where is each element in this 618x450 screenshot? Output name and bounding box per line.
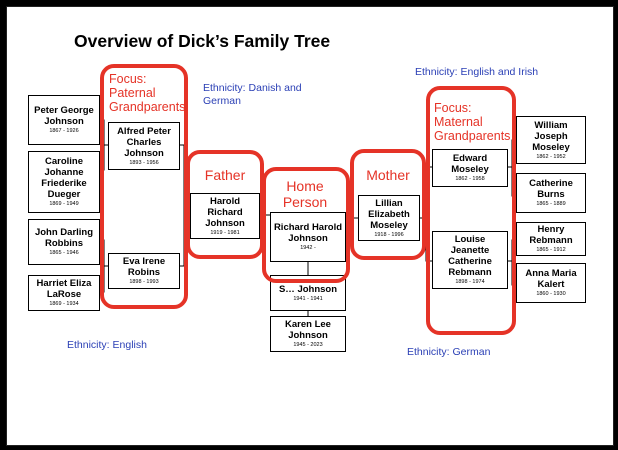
person-box-henry[interactable]: Henry Rebmann 1865 - 1912 [516,222,586,256]
person-name: Eva Irene Robins [122,256,166,278]
person-box-lillian[interactable]: Lillian Elizabeth Moseley 1918 - 1996 [358,195,420,241]
person-box-harriet[interactable]: Harriet Eliza LaRose 1869 - 1934 [28,275,100,311]
ethnicity-maternal-label: Ethnicity: English and Irish [415,66,539,78]
focus-home-label: Home Person [282,178,328,210]
focus-mother-outline [350,149,426,260]
person-dates: 1945 - 2023 [293,342,323,348]
person-box-william[interactable]: William Joseph Moseley 1862 - 1952 [516,116,586,164]
person-dates: 1941 - 1941 [293,295,323,302]
person-dates: 1862 - 1952 [536,153,566,160]
person-dates: 1865 - 1946 [49,250,79,256]
focus-maternal-label: Focus: Maternal Grandparents [434,101,511,143]
person-name: S… Johnson [278,283,338,295]
person-dates: 1865 - 1889 [536,201,566,207]
person-dates: 1918 - 1996 [374,231,404,238]
person-name: Harriet Eliza LaRose [36,278,92,300]
person-name: William Joseph Moseley [532,119,570,153]
person-box-edward[interactable]: Edward Moseley 1862 - 1958 [432,149,508,187]
person-dates: 1862 - 1958 [455,176,485,182]
person-name: Caroline Johanne Friederike Dueger [41,156,87,200]
person-name: Alfred Peter Charles Johnson [117,125,171,159]
page-title: Overview of Dick’s Family Tree [74,31,331,51]
person-name: John Darling Robbins [34,227,94,249]
person-dates: 1860 - 1930 [536,291,566,297]
person-box-richard[interactable]: Richard Harold Johnson 1942 - [270,212,346,262]
ethnicity-paternal-label: Ethnicity: Danish and German [203,82,302,107]
person-dates: 1869 - 1949 [49,201,79,207]
person-name: Harold Richard Johnson [205,195,245,229]
person-name: Karen Lee Johnson [285,319,331,341]
person-dates: 1898 - 1993 [129,279,159,285]
person-box-alfred[interactable]: Alfred Peter Charles Johnson 1893 - 1956 [108,122,180,170]
ethnicity-english-label: Ethnicity: English [67,339,147,351]
person-dates: 1942 - [300,245,316,251]
person-box-louise[interactable]: Louise Jeanette Catherine Rebmann 1898 -… [432,231,508,289]
person-name: Henry Rebmann [529,224,573,246]
person-name: Lillian Elizabeth Moseley [368,197,410,231]
person-dates: 1867 - 1926 [49,128,79,134]
person-box-karen[interactable]: Karen Lee Johnson 1945 - 2023 [270,316,346,352]
focus-father-label: Father [204,167,246,183]
person-box-catherine[interactable]: Catherine Burns 1865 - 1889 [516,173,586,213]
person-name: Louise Jeanette Catherine Rebmann [448,234,492,278]
person-name: Richard Harold Johnson [273,222,343,244]
person-box-harold[interactable]: Harold Richard Johnson 1919 - 1981 [190,193,260,239]
person-dates: 1869 - 1934 [49,301,79,307]
person-dates: 1898 - 1974 [455,279,485,285]
person-dates: 1865 - 1912 [536,247,566,253]
person-name: Peter George Johnson [34,105,94,127]
focus-mother-label: Mother [366,167,410,183]
person-box-peter[interactable]: Peter George Johnson 1867 - 1926 [28,95,100,145]
focus-home-outline [262,167,350,283]
person-box-anna[interactable]: Anna Maria Kalert 1860 - 1930 [516,263,586,303]
person-name: Catherine Burns [529,178,573,200]
ethnicity-german-label: Ethnicity: German [407,346,491,358]
person-box-john[interactable]: John Darling Robbins 1865 - 1946 [28,219,100,265]
focus-paternal-label: Focus: Paternal Grandparents [109,72,186,114]
person-box-eva[interactable]: Eva Irene Robins 1898 - 1993 [108,253,180,289]
person-name: Anna Maria Kalert [525,268,577,290]
focus-maternal-outline [426,86,516,335]
person-box-caroline[interactable]: Caroline Johanne Friederike Dueger 1869 … [28,151,100,213]
person-dates: 1893 - 1956 [129,159,159,166]
person-name: Edward Moseley [451,153,489,175]
person-dates: 1919 - 1981 [210,229,240,236]
